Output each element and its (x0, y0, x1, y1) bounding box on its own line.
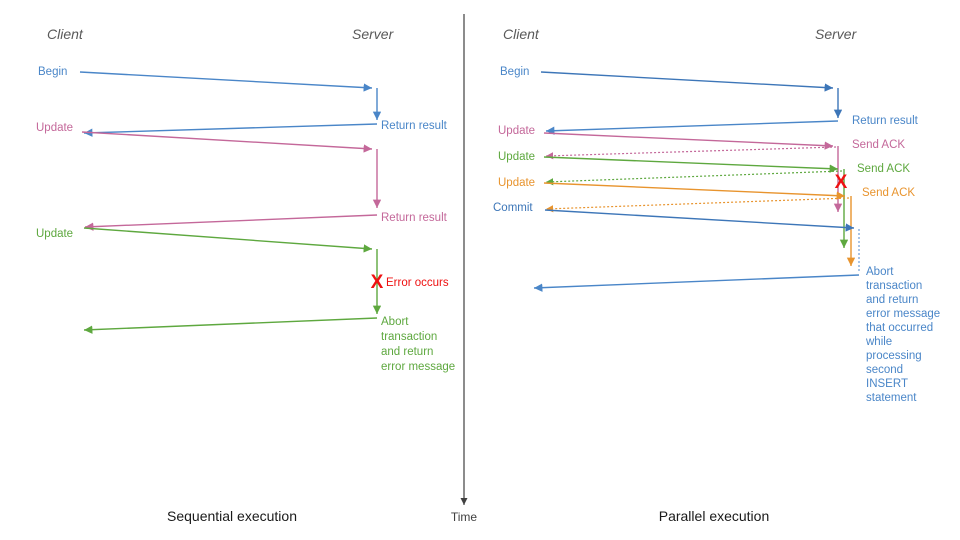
right-abort-line-3: error message (866, 308, 940, 320)
right-arrow-ack-2 (545, 170, 843, 186)
right-arrow-begin (540, 71, 834, 92)
left-arrow-begin (79, 71, 373, 92)
right-abort-line-0: Abort (866, 266, 894, 278)
right-abort-line-1: transaction (866, 280, 922, 292)
right-label-commit: Commit (493, 202, 533, 214)
left-abort-line-0: Abort (381, 316, 409, 328)
left-label-return-result-2: Return result (381, 212, 448, 224)
left-abort-line-1: transaction (381, 331, 437, 343)
right-lane-header-server: Server (815, 26, 858, 42)
left-panel-caption: Sequential execution (167, 508, 297, 524)
left-abort-line-3: error message (381, 361, 455, 373)
left-arrow-return-result-2 (84, 214, 378, 231)
left-label-begin: Begin (38, 66, 67, 78)
right-error-x-icon: X (835, 172, 848, 193)
right-arrow-return-result (545, 120, 839, 135)
right-abort-line-5: while (865, 336, 892, 348)
right-label-update-3: Update (498, 177, 535, 189)
right-arrow-update-2 (543, 156, 839, 173)
time-axis-label: Time (451, 510, 478, 524)
left-abort-line-2: and return (381, 346, 433, 358)
right-arrow-update-1 (543, 132, 834, 150)
right-arrow-update-3 (543, 182, 846, 200)
right-abort-line-6: processing (866, 350, 922, 362)
left-error-x-icon: X (371, 272, 384, 293)
panel-parallel: Client Server Begin Return result Update… (493, 26, 940, 524)
left-arrow-return-result-1 (83, 123, 378, 137)
right-arrow-ack-1 (545, 146, 837, 160)
right-arrow-ack-3 (545, 197, 850, 213)
right-lane-header-client: Client (503, 26, 540, 42)
right-label-ack-1: Send ACK (852, 139, 905, 151)
right-panel-caption: Parallel execution (659, 508, 770, 524)
right-label-update-1: Update (498, 125, 535, 137)
right-abort-line-9: statement (866, 392, 917, 404)
right-label-begin: Begin (500, 66, 529, 78)
left-arrow-update-2 (83, 227, 373, 253)
right-arrow-commit (544, 209, 855, 232)
left-label-return-result-1: Return result (381, 120, 448, 132)
right-label-ack-3: Send ACK (862, 187, 915, 199)
left-error-occurs-label: Error occurs (386, 277, 449, 289)
right-abort-line-4: that occurred (866, 322, 933, 334)
right-abort-line-2: and return (866, 294, 918, 306)
left-lane-header-server: Server (352, 26, 395, 42)
left-arrow-abort (83, 317, 378, 334)
panel-sequential: Client Server Begin Return result Update… (36, 26, 455, 524)
right-label-update-2: Update (498, 151, 535, 163)
left-arrow-update-1 (81, 131, 373, 153)
left-lane-header-client: Client (47, 26, 84, 42)
right-label-ack-2: Send ACK (857, 163, 910, 175)
left-label-update-2: Update (36, 228, 73, 240)
right-abort-line-7: second (866, 364, 903, 376)
right-abort-line-8: INSERT (866, 378, 908, 390)
left-label-update-1: Update (36, 122, 73, 134)
right-label-return-result: Return result (852, 115, 919, 127)
time-axis: Time (451, 14, 478, 524)
right-arrow-abort (533, 274, 860, 292)
